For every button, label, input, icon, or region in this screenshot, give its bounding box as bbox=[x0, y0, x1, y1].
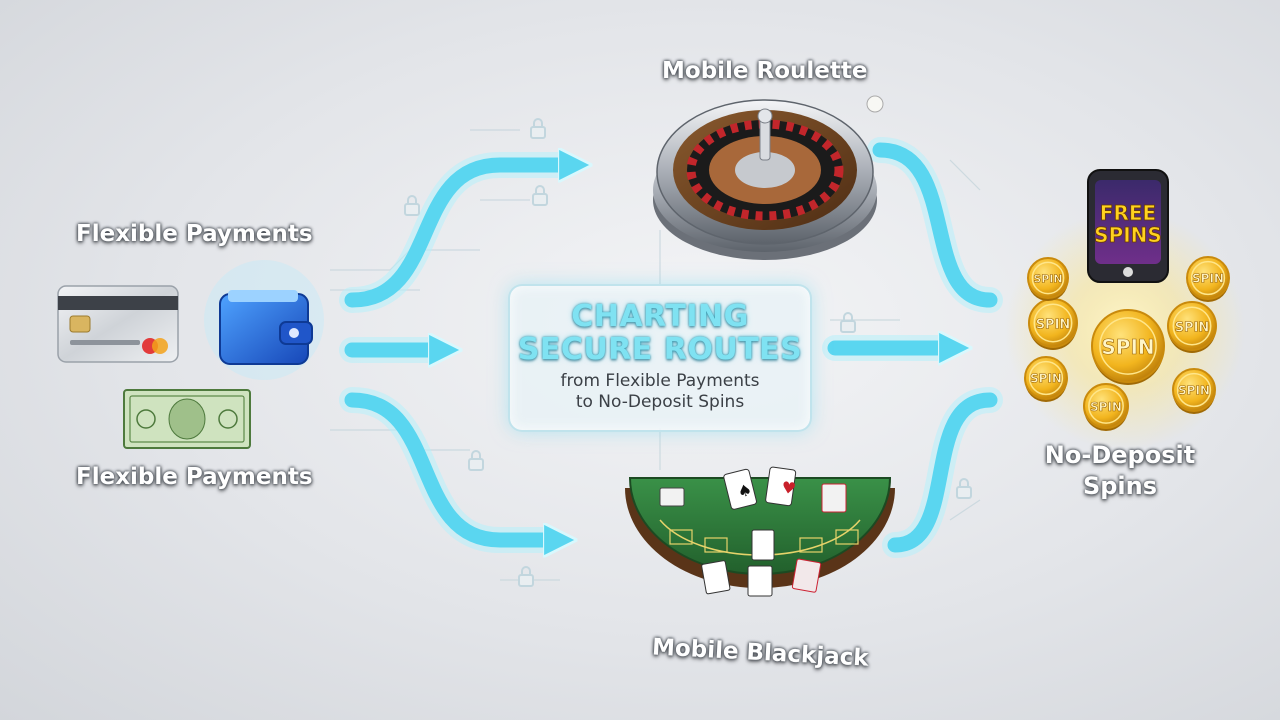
phone-text-line1: FREE bbox=[1100, 201, 1156, 225]
svg-text:♥: ♥ bbox=[780, 478, 797, 499]
banknote-icon bbox=[123, 389, 251, 449]
route-roulette-to-spins bbox=[872, 142, 998, 308]
center-subtitle-line2: to No-Deposit Spins bbox=[575, 392, 745, 412]
coin-label: SPIN bbox=[1101, 335, 1154, 359]
label-no-deposit-spins: No-Deposit Spins bbox=[1044, 441, 1196, 500]
label-flexible-payments-bottom: Flexible Payments bbox=[76, 464, 313, 490]
center-subtitle-line1: from Flexible Payments bbox=[560, 371, 760, 391]
coin-label: SPIN bbox=[1030, 372, 1062, 386]
coin-icon: SPIN bbox=[1091, 309, 1165, 385]
label-mobile-roulette: Mobile Roulette bbox=[662, 58, 868, 84]
credit-card-icon bbox=[57, 285, 179, 363]
route-blackjack-to-spins bbox=[887, 392, 998, 553]
label-flexible-payments-top: Flexible Payments bbox=[76, 221, 313, 247]
center-subtitle: from Flexible Payments to No-Deposit Spi… bbox=[510, 371, 810, 413]
coin-icon: SPIN bbox=[1027, 257, 1069, 301]
center-title: CHARTING SECURE ROUTES bbox=[510, 300, 810, 366]
coin-icon: SPIN bbox=[1172, 368, 1216, 414]
coin-icon: SPIN bbox=[1024, 356, 1068, 402]
svg-text:♠: ♠ bbox=[736, 480, 755, 502]
lock-icon bbox=[404, 118, 972, 587]
route-arrows bbox=[339, 137, 1003, 558]
phone-text-line2: SPINS bbox=[1094, 223, 1162, 247]
blackjack-table-icon: ♥ ♠ bbox=[625, 466, 895, 597]
coin-label: SPIN bbox=[1192, 272, 1224, 286]
route-to-blackjack bbox=[344, 392, 560, 540]
phone-icon: FREE SPINS bbox=[1087, 169, 1169, 283]
coin-label: SPIN bbox=[1175, 320, 1210, 335]
coin-label: SPIN bbox=[1178, 384, 1210, 398]
center-title-line1: CHARTING bbox=[571, 299, 749, 334]
center-title-line2: SECURE ROUTES bbox=[517, 332, 803, 367]
coin-label: SPIN bbox=[1033, 272, 1062, 285]
coin-label: SPIN bbox=[1090, 400, 1122, 414]
coin-icon: SPIN bbox=[1167, 301, 1217, 353]
center-title-panel: CHARTING SECURE ROUTES from Flexible Pay… bbox=[508, 284, 812, 432]
spins-cluster: FREE SPINS SPINSPINSPINSPINSPINSPINSPINS… bbox=[1005, 169, 1245, 450]
coin-group: SPIN SPIN SPIN SPIN SPIN SPIN SPIN SPIN bbox=[1024, 256, 1230, 431]
roulette-wheel-icon bbox=[653, 95, 884, 260]
coin-icon: SPIN bbox=[1083, 383, 1129, 431]
coin-label: SPIN bbox=[1036, 317, 1071, 332]
wallet-icon bbox=[204, 260, 324, 380]
coin-icon: SPIN bbox=[1028, 298, 1078, 350]
route-to-roulette bbox=[344, 165, 575, 308]
coin-icon: SPIN bbox=[1186, 256, 1230, 302]
